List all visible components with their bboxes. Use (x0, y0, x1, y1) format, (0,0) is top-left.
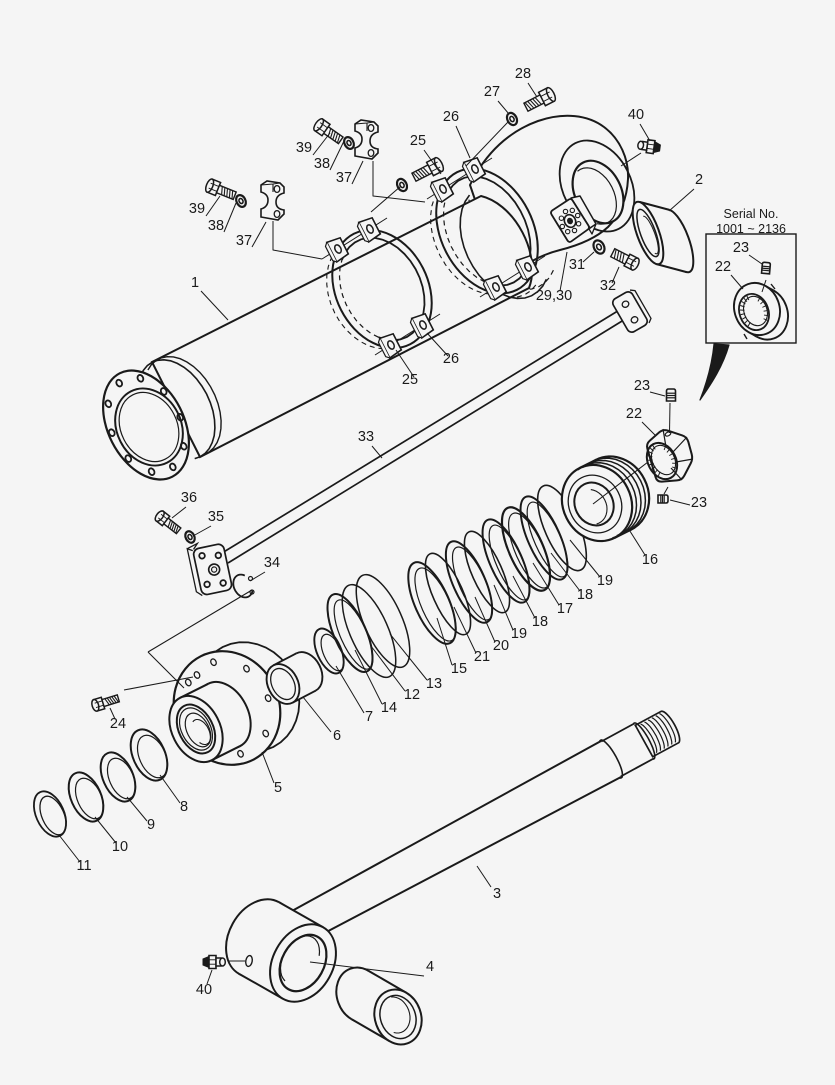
svg-text:22: 22 (626, 406, 642, 422)
svg-text:5: 5 (274, 780, 282, 796)
svg-text:19: 19 (511, 626, 527, 642)
svg-text:22: 22 (715, 259, 731, 275)
svg-text:4: 4 (426, 959, 434, 975)
svg-text:9: 9 (147, 817, 155, 833)
svg-text:33: 33 (358, 429, 374, 445)
svg-text:2: 2 (695, 172, 703, 188)
svg-text:39: 39 (189, 201, 205, 217)
svg-text:21: 21 (474, 649, 490, 665)
svg-text:38: 38 (314, 156, 330, 172)
svg-text:34: 34 (264, 555, 280, 571)
svg-text:6: 6 (333, 728, 341, 744)
svg-text:23: 23 (634, 378, 650, 394)
svg-text:29,30: 29,30 (536, 288, 572, 304)
svg-text:36: 36 (181, 490, 197, 506)
svg-text:3: 3 (493, 886, 501, 902)
svg-text:35: 35 (208, 509, 224, 525)
svg-text:26: 26 (443, 109, 459, 125)
svg-text:23: 23 (691, 495, 707, 511)
svg-text:13: 13 (426, 676, 442, 692)
svg-text:8: 8 (180, 799, 188, 815)
svg-text:1001 ~ 2136: 1001 ~ 2136 (716, 222, 786, 236)
svg-text:24: 24 (110, 716, 126, 732)
svg-text:Serial No.: Serial No. (724, 207, 779, 221)
svg-text:1: 1 (191, 275, 199, 291)
svg-text:37: 37 (336, 170, 352, 186)
svg-text:14: 14 (381, 700, 397, 716)
svg-text:40: 40 (628, 107, 644, 123)
svg-text:12: 12 (404, 687, 420, 703)
svg-text:23: 23 (733, 240, 749, 256)
svg-text:20: 20 (493, 638, 509, 654)
svg-text:15: 15 (451, 661, 467, 677)
svg-text:38: 38 (208, 218, 224, 234)
svg-text:19: 19 (597, 573, 613, 589)
svg-text:25: 25 (402, 372, 418, 388)
svg-text:39: 39 (296, 140, 312, 156)
svg-text:17: 17 (557, 601, 573, 617)
svg-text:27: 27 (484, 84, 500, 100)
svg-text:25: 25 (410, 133, 426, 149)
svg-text:40: 40 (196, 982, 212, 998)
svg-text:31: 31 (569, 257, 585, 273)
svg-text:7: 7 (365, 709, 373, 725)
svg-text:37: 37 (236, 233, 252, 249)
svg-text:28: 28 (515, 66, 531, 82)
